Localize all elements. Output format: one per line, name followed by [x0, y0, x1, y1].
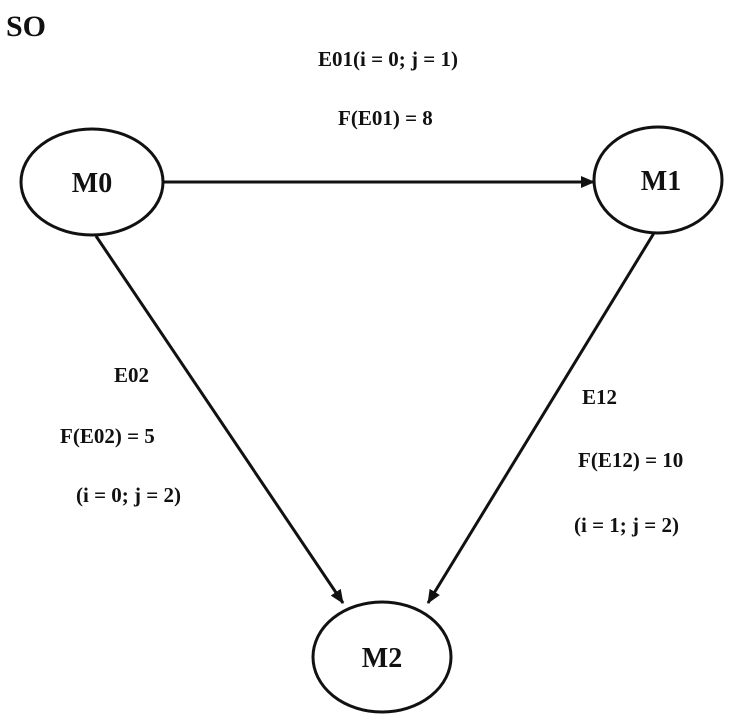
node-m0: M0: [19, 127, 165, 237]
node-m0-ellipse: [19, 127, 165, 237]
edge-e12-arrow: [426, 232, 656, 604]
node-m1-label: M1: [641, 166, 681, 197]
node-m2-ellipse: [311, 600, 453, 714]
edge-e12-indices: (i = 1; j = 2): [574, 513, 679, 537]
edge-e12-name: E12: [582, 385, 617, 409]
node-m0-label: M0: [72, 168, 112, 199]
edge-e02-indices: (i = 0; j = 2): [76, 483, 181, 507]
node-m2: M2: [311, 600, 453, 714]
node-m1: M1: [592, 125, 724, 235]
diagram-title: SO: [6, 10, 46, 43]
edge-e02-name: E02: [114, 363, 149, 387]
node-m1-ellipse: [592, 125, 724, 235]
node-m2-label: M2: [362, 643, 402, 674]
edge-e01-name: E01(i = 0; j = 1): [318, 47, 458, 71]
edge-e02-weight: F(E02) = 5: [60, 424, 155, 448]
edge-e01-weight: F(E01) = 8: [338, 106, 433, 130]
edge-e02-arrow: [94, 235, 345, 604]
edge-e12-weight: F(E12) = 10: [578, 448, 683, 472]
